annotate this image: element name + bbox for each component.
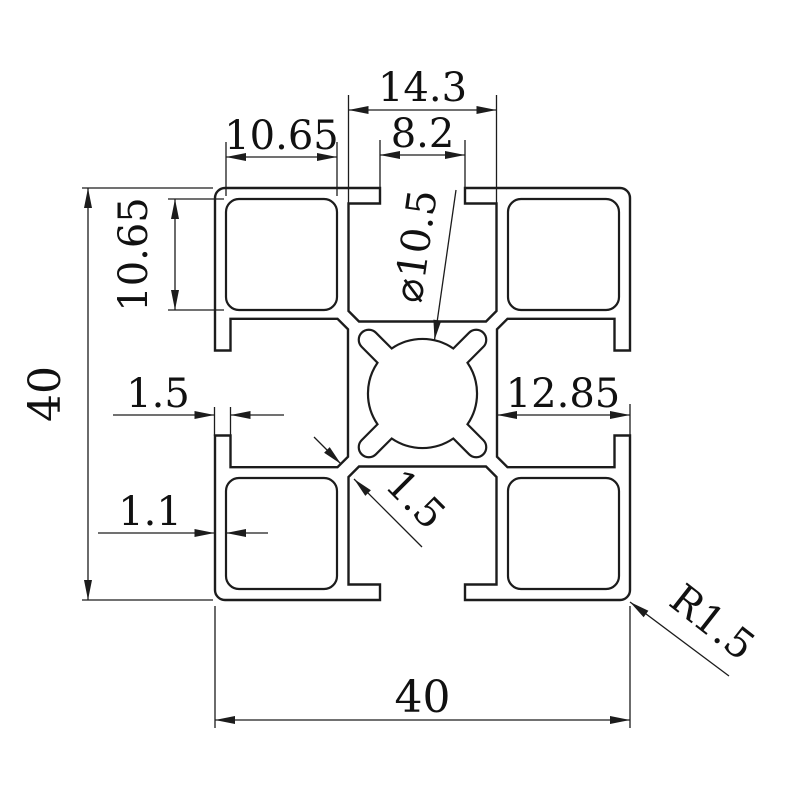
dim-profile-height: 40 bbox=[20, 187, 213, 601]
dim-slot-cavity-width-label: 14.3 bbox=[378, 65, 467, 111]
dim-slot-depth-lines bbox=[497, 404, 631, 442]
center-bore bbox=[357, 328, 488, 459]
dim-corner-radius-arrow bbox=[630, 602, 649, 618]
dim-chamber-width: 10.65 bbox=[224, 113, 339, 196]
dim-lip-thickness-label: 1.5 bbox=[126, 371, 190, 417]
dim-slot-opening-width-label: 8.2 bbox=[391, 111, 455, 157]
dim-outer-wall-thickness-label: 1.1 bbox=[118, 489, 182, 535]
dim-center-bore-diameter-leader bbox=[433, 189, 457, 341]
dim-chamber-height: 10.65 bbox=[111, 197, 224, 312]
dim-profile-width-lines bbox=[214, 606, 631, 728]
dim-chamber-width-label: 10.65 bbox=[224, 113, 339, 159]
corner-chamber-top-left bbox=[224, 197, 339, 312]
dim-slot-cavity-width: 14.3 bbox=[347, 65, 498, 203]
dim-lip-thickness-lines bbox=[113, 407, 284, 436]
extrusion-profile bbox=[213, 186, 632, 602]
dim-slot-cavity-width-lines bbox=[347, 95, 498, 203]
corner-chamber-bottom-right bbox=[506, 476, 621, 591]
dim-lip-thickness: 1.5 bbox=[113, 371, 284, 436]
profile-outline bbox=[213, 186, 632, 602]
dim-slot-opening-width: 8.2 bbox=[379, 111, 466, 188]
dim-outer-wall-thickness: 1.1 bbox=[98, 489, 268, 537]
dim-slot-opening-width-arrows bbox=[380, 151, 465, 159]
corner-chamber-top-right bbox=[506, 197, 621, 312]
dim-profile-height-lines bbox=[82, 187, 213, 601]
dim-profile-height-label: 40 bbox=[20, 366, 71, 422]
dim-slot-depth: 12.85 bbox=[497, 371, 631, 442]
dimensions: 14.3 8.2 10.65 10.65 40 bbox=[20, 65, 763, 728]
dim-lip-thickness-arrows bbox=[194, 411, 251, 419]
dim-outer-wall-thickness-arrows bbox=[194, 529, 246, 537]
dim-profile-width: 40 bbox=[214, 606, 631, 728]
dim-slot-depth-label: 12.85 bbox=[506, 371, 621, 417]
dim-profile-width-label: 40 bbox=[395, 672, 451, 723]
dim-center-bore-diameter-arrow bbox=[433, 319, 442, 340]
dim-web-thickness-arrows bbox=[324, 447, 371, 496]
dim-chamber-height-label: 10.65 bbox=[111, 197, 157, 312]
dim-corner-radius-leader bbox=[629, 601, 730, 677]
